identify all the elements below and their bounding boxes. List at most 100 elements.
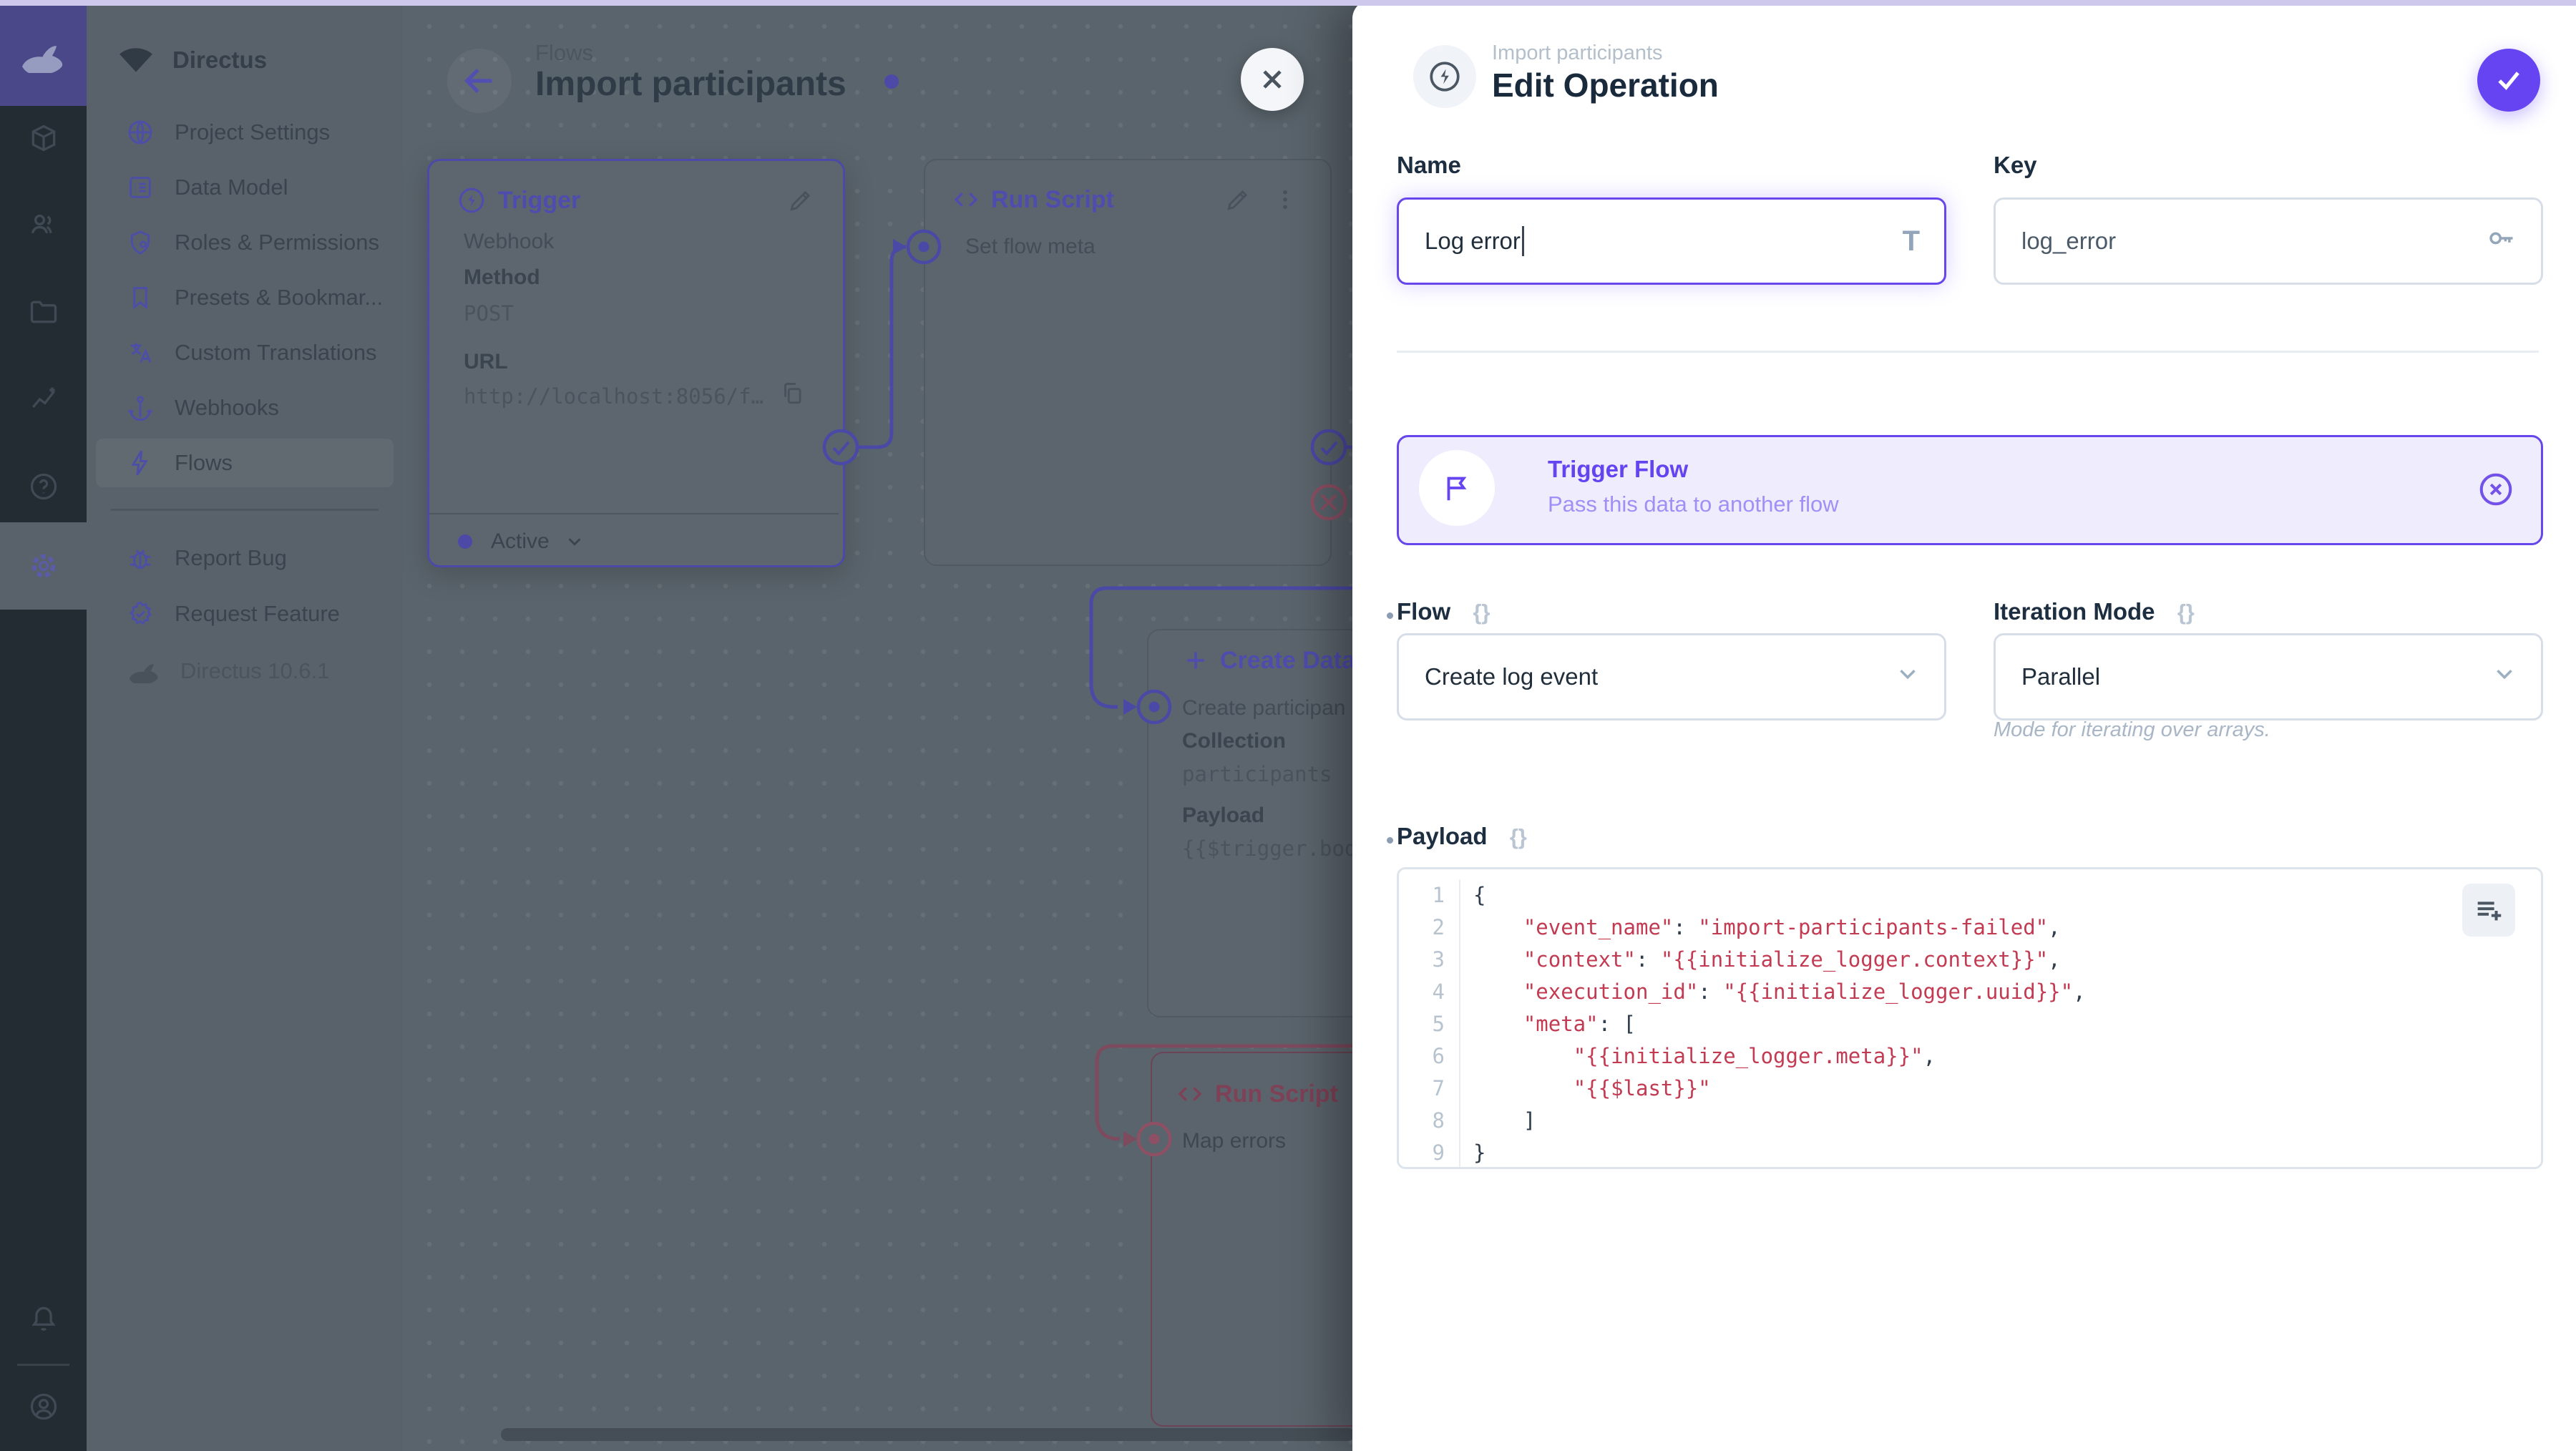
sidebar-version: Directus 10.6.1 (126, 658, 330, 684)
sidebar-item-flows[interactable]: Flows (96, 439, 394, 487)
map-errors-panel-title: Run Script (1215, 1080, 1338, 1108)
bolt-circle-icon (459, 187, 484, 213)
flag-icon-circle (1419, 450, 1495, 526)
code-icon (954, 192, 978, 207)
sidebar-item-data-model[interactable]: Data Model (96, 163, 394, 212)
avatar-icon (30, 1393, 57, 1420)
interpolation-icon: {} (1473, 600, 1491, 625)
code-line: 4 "execution_id": "{{initialize_logger.u… (1399, 976, 2541, 1008)
anchor-icon (126, 394, 155, 422)
key-input[interactable]: log_error (1994, 197, 2543, 285)
code-line: 1{ (1399, 879, 2541, 912)
flag-icon (1447, 477, 1467, 501)
shield-icon (126, 228, 155, 257)
project-name: Directus (172, 47, 268, 73)
operation-menu-button[interactable] (1272, 186, 1299, 217)
module-bar-divider (17, 1364, 69, 1366)
breadcrumb[interactable]: Flows (535, 40, 593, 65)
directus-rabbit-small-icon (129, 664, 158, 683)
module-users-button[interactable] (0, 195, 87, 253)
text-caret (1521, 226, 1524, 256)
flow-select-value: Create log event (1425, 663, 1599, 690)
account-button[interactable] (0, 1378, 87, 1435)
key-label: Key (1994, 152, 2037, 178)
module-files-button[interactable] (0, 283, 87, 341)
line-number: 5 (1432, 1012, 1445, 1036)
format-code-button[interactable] (2462, 884, 2515, 937)
edit-trigger-button[interactable] (787, 187, 814, 218)
chevron-down-icon (1894, 660, 1921, 693)
bolt-circle-icon (1430, 62, 1460, 92)
save-button[interactable] (2477, 49, 2540, 112)
sidebar-item-presets-bookmar-[interactable]: Presets & Bookmar... (96, 273, 394, 322)
drawer-breadcrumb: Import participants (1492, 41, 1663, 64)
line-number: 9 (1432, 1140, 1445, 1165)
globe-icon (126, 118, 155, 147)
collection-value: participants (1182, 762, 1332, 786)
module-content-button[interactable] (0, 109, 87, 167)
code-line: 7 "{{$last}}" (1399, 1073, 2541, 1105)
dismiss-banner-button[interactable] (2477, 470, 2515, 512)
directus-logo-button[interactable] (0, 6, 87, 106)
title-icon: T (1902, 225, 1920, 257)
plus-icon (1187, 652, 1204, 669)
key-icon (2485, 223, 2517, 260)
translate-icon (126, 338, 155, 367)
run-script-panel-title: Run Script (991, 185, 1114, 213)
iteration-note: Mode for iterating over arrays. (1994, 718, 2270, 741)
payload-code-editor[interactable]: 1{2 "event_name": "import-participants-f… (1397, 867, 2543, 1169)
payload-label: Payload {} (1397, 823, 1527, 850)
name-input[interactable]: Log error T (1397, 197, 1946, 285)
back-button[interactable] (447, 49, 512, 113)
project-chooser[interactable]: Directus (87, 37, 267, 83)
horizontal-scrollbar[interactable] (501, 1428, 1355, 1441)
cube-icon (31, 124, 55, 152)
trigger-panel-title: Trigger (498, 186, 581, 214)
method-value: POST (464, 301, 514, 326)
key-input-value: log_error (2021, 228, 2117, 254)
module-settings-button[interactable] (0, 537, 87, 595)
notifications-button[interactable] (0, 1290, 87, 1347)
code-line: 6 "{{initialize_logger.meta}}", (1399, 1040, 2541, 1073)
code-icon (1178, 1087, 1202, 1101)
module-help-button[interactable] (0, 458, 87, 515)
name-label: Name (1397, 152, 1461, 178)
sidebar-item-project-settings[interactable]: Project Settings (96, 108, 394, 157)
code-line: 2 "event_name": "import-participants-fai… (1399, 912, 2541, 944)
payload-value: {{$trigger.bod (1182, 836, 1357, 861)
sidebar-item-report-bug[interactable]: Report Bug (96, 534, 394, 582)
banner-subtitle: Pass this data to another flow (1548, 492, 1839, 517)
code-line: 3 "context": "{{initialize_logger.contex… (1399, 944, 2541, 976)
copy-icon (784, 383, 801, 404)
run-script-panel[interactable]: Run Script Set flow meta (924, 159, 1332, 566)
copy-url-button[interactable] (779, 380, 806, 411)
iteration-mode-select[interactable]: Parallel (1994, 633, 2543, 720)
directus-rabbit-icon (21, 46, 62, 73)
interpolation-icon: {} (2177, 600, 2195, 625)
sidebar-item-custom-translations[interactable]: Custom Translations (96, 328, 394, 377)
bookmark-icon (126, 283, 155, 312)
bolt-icon (126, 449, 155, 477)
playlist-add-icon (2477, 902, 2502, 921)
sidebar-item-roles-permissions[interactable]: Roles & Permissions (96, 218, 394, 267)
flow-select[interactable]: Create log event (1397, 633, 1946, 720)
sidebar-item-webhooks[interactable]: Webhooks (96, 383, 394, 432)
version-text: Directus 10.6.1 (180, 658, 330, 683)
trigger-panel[interactable]: Trigger Webhook Method POST URL http://l… (427, 159, 845, 567)
flow-status-toggle[interactable]: Active (458, 529, 585, 554)
close-drawer-button[interactable] (1241, 48, 1304, 111)
line-number: 7 (1432, 1076, 1445, 1100)
module-insights-button[interactable] (0, 371, 87, 428)
status-label: Active (491, 529, 550, 553)
chevron-down-icon (2491, 660, 2518, 693)
iteration-label-text: Iteration Mode (1994, 598, 2155, 625)
sidebar-item-request-feature[interactable]: Request Feature (96, 590, 394, 638)
edit-operation-button[interactable] (1224, 186, 1252, 217)
bell-icon (31, 1306, 56, 1331)
trigger-flow-banner[interactable]: Trigger Flow Pass this data to another f… (1397, 435, 2543, 545)
flow-color-dot (884, 74, 899, 89)
create-data-panel-title: Create Data (1220, 646, 1355, 674)
check-icon (2498, 72, 2519, 90)
code-line: 8 ] (1399, 1105, 2541, 1137)
payload-label: Payload (1182, 803, 1265, 827)
